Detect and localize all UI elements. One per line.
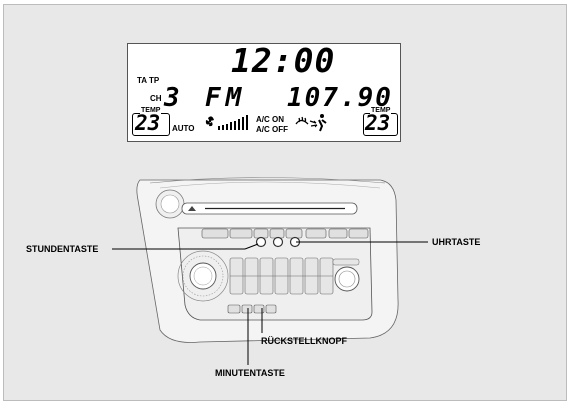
left-vent-knob xyxy=(155,189,185,219)
ac-on-indicator: A/C ON xyxy=(256,115,284,124)
tune-knob xyxy=(332,258,360,292)
bottom-buttons xyxy=(227,304,277,314)
round-buttons xyxy=(255,236,301,248)
temp-label-left: TEMP xyxy=(140,107,162,114)
temp-label-right: TEMP xyxy=(370,107,392,114)
auto-indicator: AUTO xyxy=(172,124,195,133)
temp-value-right: 23 xyxy=(365,111,391,135)
temp-value-left: 23 xyxy=(135,111,161,135)
band-indicator: FM xyxy=(205,83,247,113)
callout-minute-button: MINUTENTASTE xyxy=(215,368,285,378)
lcd-display xyxy=(127,43,401,142)
ch-indicator: CH xyxy=(150,94,162,103)
callout-clock-button: UHRTASTE xyxy=(432,237,481,247)
top-button-row xyxy=(201,228,369,239)
leader-lines xyxy=(112,241,428,365)
clock-readout: 12:00 xyxy=(231,41,336,80)
cd-slot xyxy=(181,202,358,215)
volume-knob xyxy=(177,250,229,302)
preset-buttons xyxy=(229,257,334,295)
airflow-mode-icon xyxy=(309,114,327,132)
ta-tp-indicator: TA TP xyxy=(137,76,160,85)
fan-icon xyxy=(205,116,214,127)
fan-speed-bars-icon xyxy=(218,115,248,130)
channel-number: 3 xyxy=(164,83,185,113)
callout-reset-knob: RÜCKSTELLKNOPF xyxy=(261,336,347,346)
callout-hour-button: STUNDENTASTE xyxy=(26,244,99,254)
ac-off-indicator: A/C OFF xyxy=(256,125,288,134)
defrost-icon xyxy=(295,116,309,125)
